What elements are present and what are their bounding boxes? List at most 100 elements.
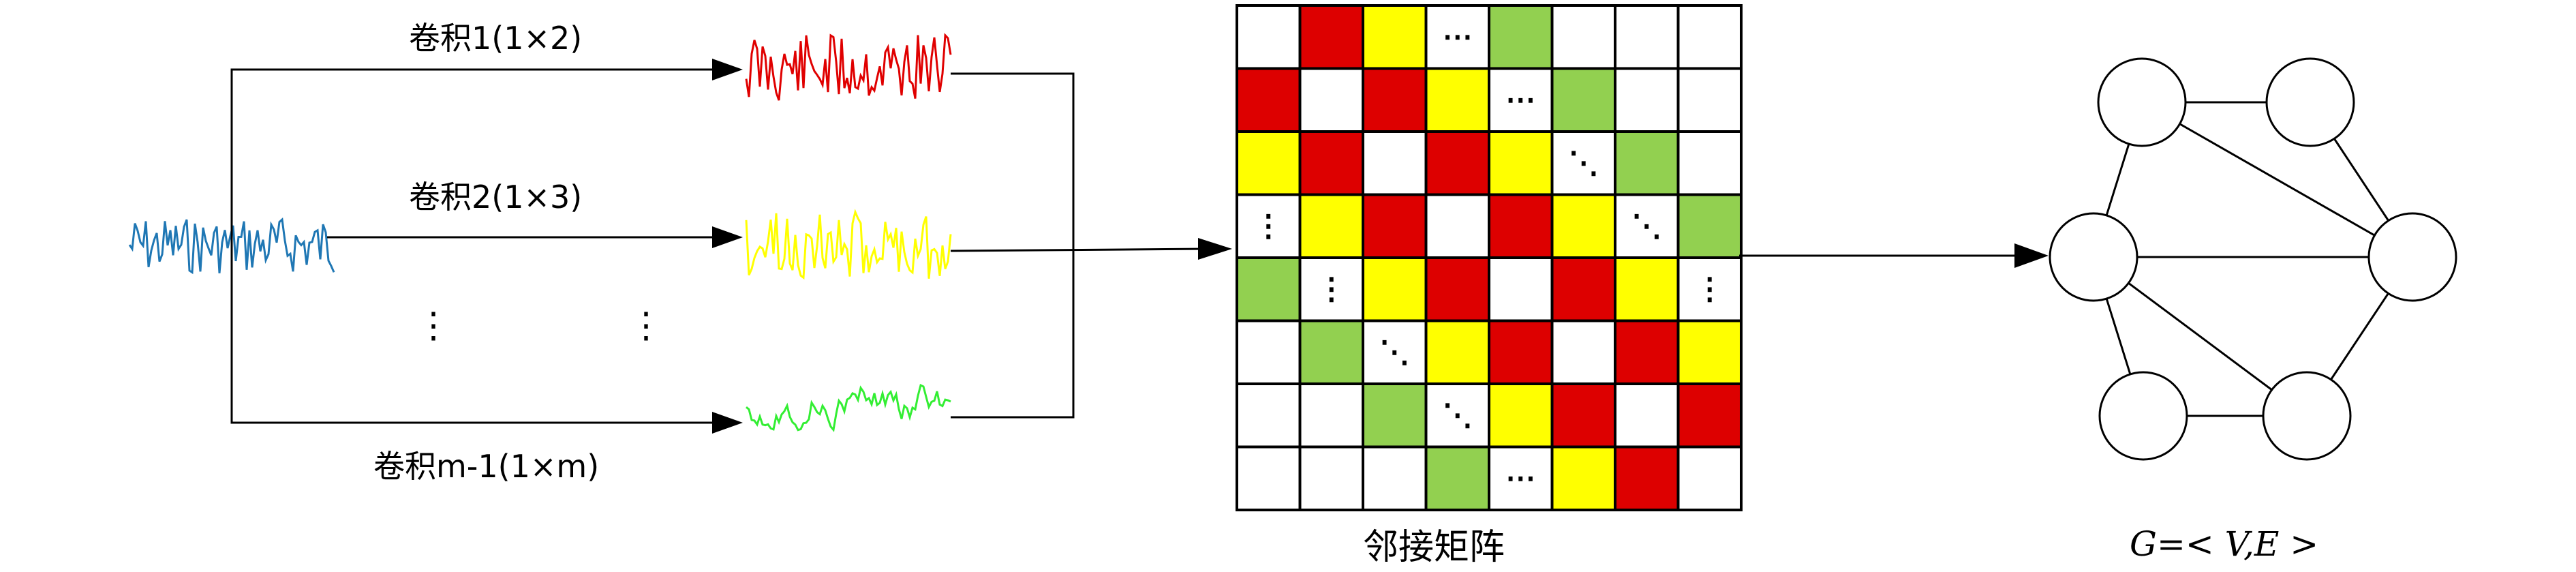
arrowhead-top xyxy=(712,59,743,80)
convm-label: 卷积m-1(1×m) xyxy=(373,448,599,485)
output-signal-red xyxy=(745,33,952,101)
matrix-label: 邻接矩阵 xyxy=(1363,527,1505,568)
matrix-cell xyxy=(1424,67,1490,133)
matrix-ellipsis: ⋯ xyxy=(1505,461,1535,496)
matrix-ellipsis: ⋱ xyxy=(1631,209,1661,243)
matrix-cell xyxy=(1676,256,1743,322)
matrix-ellipsis: ⋮ xyxy=(1253,209,1283,243)
vdots-right: ⋮ xyxy=(628,305,664,346)
matrix-ellipsis: ⋱ xyxy=(1379,335,1409,370)
matrix-cell xyxy=(1676,445,1743,511)
graph xyxy=(2049,57,2457,461)
matrix-cell xyxy=(1550,445,1616,511)
matrix-cell xyxy=(1488,382,1554,449)
arrowhead-to-matrix xyxy=(1198,238,1232,260)
matrix-cell xyxy=(1488,445,1554,511)
matrix-cell xyxy=(1614,130,1680,196)
output-signal-yellow xyxy=(745,209,952,280)
matrix-cell xyxy=(1676,193,1743,259)
matrix-cell xyxy=(1362,4,1428,70)
matrix-cell xyxy=(1362,382,1428,449)
graph-node xyxy=(2262,371,2352,461)
matrix-cell xyxy=(1424,319,1490,385)
matrix-cell xyxy=(1362,256,1428,322)
matrix-cell xyxy=(1550,256,1616,322)
matrix-cell xyxy=(1676,4,1743,70)
graph-node xyxy=(2049,212,2138,302)
graph-node xyxy=(2265,57,2355,147)
matrix-cell xyxy=(1676,382,1743,449)
matrix-cell xyxy=(1676,67,1743,133)
conv2-label: 卷积2(1×3) xyxy=(409,179,582,215)
merge-middle-line xyxy=(950,247,1207,252)
matrix-cell xyxy=(1488,4,1554,70)
output-signal-green xyxy=(746,384,951,432)
branch-lines xyxy=(230,68,736,424)
matrix-cell xyxy=(1236,382,1302,449)
matrix-cell xyxy=(1424,256,1490,322)
matrix-cell xyxy=(1298,256,1364,322)
matrix-cell xyxy=(1298,193,1364,259)
branch-bottom-line xyxy=(230,225,736,424)
matrix-cell xyxy=(1362,67,1428,133)
matrix-cell xyxy=(1614,256,1680,322)
arrowhead-bottom xyxy=(712,412,743,434)
branch-top-line xyxy=(230,68,736,225)
matrix-cell xyxy=(1488,193,1554,259)
matrix-ellipsis: ⋯ xyxy=(1505,82,1535,117)
matrix-cell xyxy=(1236,4,1302,70)
matrix-ellipsis: ⋯ xyxy=(1443,19,1473,54)
matrix-cell xyxy=(1236,130,1302,196)
matrix-ellipsis: ⋱ xyxy=(1443,397,1473,432)
graph-edge xyxy=(2141,101,2413,258)
matrix-cell xyxy=(1362,445,1428,511)
matrix-cell xyxy=(1676,319,1743,385)
matrix-cell xyxy=(1236,256,1302,322)
matrix-cell xyxy=(1614,67,1680,133)
matrix-cell xyxy=(1298,319,1364,385)
matrix-cell xyxy=(1362,130,1428,196)
matrix-cell xyxy=(1424,193,1490,259)
matrix-cell xyxy=(1614,445,1680,511)
merge-lines xyxy=(950,72,1207,419)
matrix-cell xyxy=(1298,67,1364,133)
matrix-cell xyxy=(1298,382,1364,449)
matrix-cell xyxy=(1298,4,1364,70)
matrix-ellipsis: ⋮ xyxy=(1695,271,1725,306)
matrix-cell xyxy=(1488,256,1554,322)
matrix-ellipsis: ⋱ xyxy=(1569,145,1599,180)
graph-node xyxy=(2367,212,2457,302)
matrix-cell xyxy=(1488,130,1554,196)
matrix-cell xyxy=(1676,130,1743,196)
matrix-ellipsis: ⋮ xyxy=(1317,271,1347,306)
vdots-left: ⋮ xyxy=(416,305,451,346)
matrix-cell xyxy=(1614,4,1680,70)
matrix-cell xyxy=(1362,193,1428,259)
matrix-cell xyxy=(1550,67,1616,133)
matrix-cell xyxy=(1550,319,1616,385)
matrix-cell xyxy=(1424,445,1490,511)
matrix-cell xyxy=(1488,319,1554,385)
arrowhead-middle xyxy=(712,226,743,248)
branch-arrowheads xyxy=(712,59,743,434)
graph-node xyxy=(2098,371,2188,461)
matrix-cell xyxy=(1550,193,1616,259)
graph-label: G=< V,E > xyxy=(2130,524,2318,564)
matrix-cell xyxy=(1424,4,1490,70)
matrix-cell xyxy=(1550,130,1616,196)
matrix-cell xyxy=(1550,382,1616,449)
graph-node xyxy=(2097,57,2187,147)
conv1-label: 卷积1(1×2) xyxy=(409,20,582,57)
matrix-cell xyxy=(1236,319,1302,385)
arrowhead-to-graph xyxy=(2014,243,2049,268)
adjacency-matrix: ⋯ ⋯ ⋱ ⋮ ⋱ ⋮ ⋮ ⋱ ⋱ ⋯ xyxy=(1236,4,1743,511)
matrix-cell xyxy=(1298,445,1364,511)
matrix-cell xyxy=(1424,130,1490,196)
matrix-cell xyxy=(1614,319,1680,385)
matrix-cell xyxy=(1550,4,1616,70)
matrix-cell xyxy=(1236,67,1302,133)
matrix-cell xyxy=(1236,445,1302,511)
matrix-cell xyxy=(1298,130,1364,196)
matrix-cell xyxy=(1614,382,1680,449)
